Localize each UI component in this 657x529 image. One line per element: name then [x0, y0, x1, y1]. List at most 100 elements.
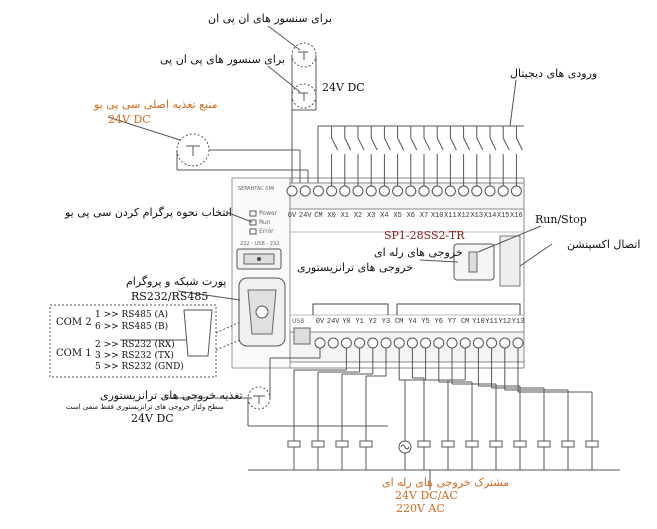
top-terminal-12 — [444, 185, 456, 197]
output-load — [441, 440, 455, 448]
input-switch — [344, 137, 352, 151]
bottom-terminal-label: CM — [394, 318, 404, 326]
relay-voltage-ac-label: 220V AC — [396, 502, 445, 515]
input-switch — [331, 137, 339, 151]
input-switch — [383, 137, 391, 151]
bottom-terminal-label: 0V — [315, 318, 325, 326]
top-terminal-label: X6 — [406, 212, 415, 220]
plc-brand: SEPAHTAC SMI — [238, 186, 275, 192]
bottom-terminal-4 — [367, 337, 379, 349]
usb-label: USB — [292, 318, 305, 325]
bottom-terminal-label: Y0 — [342, 318, 351, 326]
transistor-outputs-label: خروجی های ترانزیستوری — [297, 261, 414, 274]
bottom-terminal-3 — [354, 337, 366, 349]
top-terminal-5 — [352, 185, 364, 197]
digital-inputs-label: ورودی های دیجیتال — [510, 67, 598, 80]
output-load — [465, 440, 479, 448]
top-terminal-label: X15 — [496, 212, 510, 220]
com1-label: COM 1 — [56, 348, 92, 359]
input-switch — [357, 137, 365, 151]
switch-label: 232 - USB - 232 — [240, 241, 280, 247]
rs485-b-label: 6 >> RS485 (B) — [95, 322, 169, 332]
led-run-label: Run — [259, 219, 271, 226]
bottom-terminal-14 — [499, 337, 511, 349]
bottom-terminal-11 — [459, 337, 471, 349]
expansion-connector — [499, 235, 521, 287]
bottom-terminal-label: Y6 — [434, 318, 443, 326]
input-switch — [436, 137, 444, 151]
top-terminal-14 — [471, 185, 483, 197]
output-load — [513, 440, 527, 448]
top-terminal-label: X1 — [340, 212, 349, 220]
bottom-terminal-label: 24V — [326, 318, 340, 326]
output-load — [287, 440, 301, 448]
top-terminal-label: 0V — [287, 212, 297, 220]
top-terminal-label: X7 — [419, 212, 429, 220]
led-power-label: Power — [259, 210, 278, 217]
bottom-terminal-label: Y11 — [485, 318, 498, 326]
bottom-terminal-label: Y12 — [498, 318, 512, 326]
output-load — [489, 440, 503, 448]
bottom-terminal-label: Y10 — [472, 318, 485, 326]
bottom-terminal-5 — [380, 337, 392, 349]
input-switch — [463, 137, 471, 151]
bottom-terminal-label: Y5 — [421, 318, 430, 326]
output-load — [537, 440, 551, 448]
output-load — [561, 440, 575, 448]
input-switch — [370, 137, 378, 151]
port-type-label: RS232/RS485 — [131, 290, 209, 303]
bottom-terminal-8 — [420, 337, 432, 349]
output-load — [417, 440, 431, 448]
output-load — [335, 440, 349, 448]
rs232-rx-label: 2 >> RS232 (RX) — [95, 340, 175, 350]
top-terminal-label: X14 — [483, 212, 497, 220]
input-switch — [397, 137, 405, 151]
top-terminal-3 — [326, 185, 338, 197]
top-terminal-2 — [312, 185, 324, 197]
expansion-label: اتصال اکسپنشن — [567, 238, 641, 251]
input-switch — [423, 137, 431, 151]
bottom-terminal-label: CM — [460, 318, 470, 326]
top-terminal-4 — [339, 185, 351, 197]
led-error-label: Error — [259, 228, 274, 235]
top-terminal-label: 24V — [298, 212, 312, 220]
top-terminal-label: X11 — [444, 212, 457, 220]
input-switch — [489, 137, 497, 151]
bottom-terminal-9 — [433, 337, 445, 349]
relay-outputs-label: خروجی های رله ای — [374, 246, 463, 259]
output-load — [311, 440, 325, 448]
bottom-terminal-12 — [472, 337, 484, 349]
pinout-box — [49, 304, 217, 378]
bottom-terminal-label: Y3 — [381, 318, 391, 326]
rs485-a-label: 1 >> RS485 (A) — [95, 310, 169, 320]
main-supply-title: منبع تغذیه اصلی سی پی یو — [94, 98, 218, 111]
top-terminal-label: X13 — [470, 212, 484, 220]
top-terminal-label: X2 — [353, 212, 363, 220]
top-terminal-label: X12 — [457, 212, 470, 220]
bottom-terminal-13 — [486, 337, 498, 349]
com2-label: COM 2 — [56, 317, 92, 328]
top-terminal-13 — [458, 185, 470, 197]
top-terminal-16 — [497, 185, 509, 197]
bottom-terminal-label: Y2 — [368, 318, 377, 326]
bottom-terminal-label: Y4 — [408, 318, 417, 326]
bottom-terminal-0 — [314, 337, 326, 349]
top-terminal-label: X16 — [510, 212, 523, 220]
npn-sensors-label: برای سنسور های ان پی ان — [208, 12, 332, 25]
input-switch — [410, 137, 418, 151]
bottom-terminal-7 — [406, 337, 418, 349]
top-terminal-11 — [431, 185, 443, 197]
top-terminal-7 — [378, 185, 390, 197]
transistor-note-label: سطح ولتاژ خروجی های ترانزیستوری فقط منفی… — [66, 403, 224, 411]
top-terminal-17 — [510, 185, 522, 197]
port-title-label: پورت شبکه و پروگرام — [126, 275, 227, 288]
top-terminal-label: CM — [314, 212, 323, 220]
top-terminal-label: X10 — [430, 212, 444, 220]
transistor-voltage-label: 24V DC — [131, 412, 174, 425]
bottom-terminal-1 — [327, 337, 339, 349]
output-load — [585, 440, 599, 448]
program-mode-label: انتخاب نحوه پرگرام کردن سی پی یو — [65, 206, 232, 219]
bottom-terminal-label: Y13 — [511, 318, 525, 326]
top-terminal-label: X5 — [393, 212, 402, 220]
